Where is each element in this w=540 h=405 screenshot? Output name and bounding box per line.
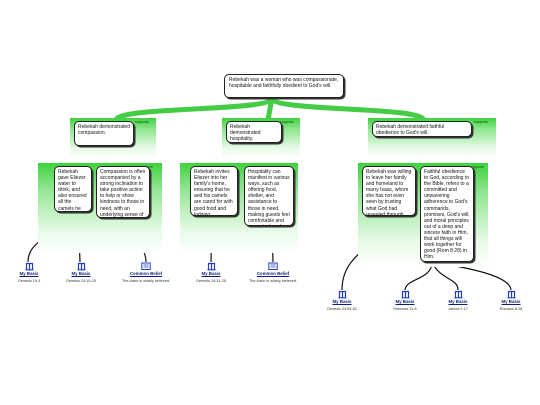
source-ref: Genesis 24:31-25 xyxy=(196,279,226,283)
reason-text: Rebekah invites Eliezer into her family'… xyxy=(194,169,233,216)
claim-hospitality[interactable]: Rebekah demonstrated hospitality. xyxy=(226,121,282,143)
reference-book-icon xyxy=(207,262,215,271)
claim-compassion[interactable]: Rebekah demonstrated compassion. xyxy=(74,121,134,146)
reference-book-icon xyxy=(454,290,462,299)
claim-compassion-text: Rebekah demonstrated compassion. xyxy=(78,124,130,137)
reason-compassion-definition[interactable]: Compassion is often accompanied by a str… xyxy=(96,166,150,218)
reason-text: Compassion is often accompanied by a str… xyxy=(100,169,146,218)
reason-compassion-evidence[interactable]: Rebekah gave Eliezer water to drink, and… xyxy=(54,166,92,212)
source-title: My Basis xyxy=(332,299,352,304)
belief-compassion[interactable]: Common Belief The claim is widely believ… xyxy=(118,262,174,284)
source-title: My Basis xyxy=(71,271,91,276)
basis-genesis-24-54[interactable]: My Basis Genesis 24:54-61 xyxy=(314,290,370,312)
reason-text: Rebekah was willing to leave her family … xyxy=(366,169,412,216)
belief-hospitality[interactable]: Common Belief The claim is widely believ… xyxy=(245,262,301,284)
source-ref: Genesis 24:15-20 xyxy=(66,279,96,283)
basis-hebrews-11-8[interactable]: My Basis Hebrews 11:8 xyxy=(377,290,433,312)
source-title: My Basis xyxy=(448,299,468,304)
reference-book-icon xyxy=(338,290,346,299)
claim-obedience[interactable]: Rebekah demonstrated faithful obedience … xyxy=(372,121,472,137)
reference-book-icon xyxy=(507,290,515,299)
reason-text: Hospitality can manifest in various ways… xyxy=(248,169,290,225)
belief-title: Common Belief xyxy=(256,271,290,276)
basis-genesis-15-3[interactable]: My Basis Genesis 15,3 xyxy=(1,262,57,284)
source-ref: Genesis 15,3 xyxy=(17,279,41,283)
reference-book-icon xyxy=(77,262,85,271)
supports-label: supports xyxy=(280,120,294,124)
source-ref: Hebrews 11:8 xyxy=(393,307,417,311)
connector-root-left xyxy=(113,95,275,123)
claim-obedience-text: Rebekah demonstrated faithful obedience … xyxy=(376,124,445,137)
reason-hospitality-definition[interactable]: Hospitality can manifest in various ways… xyxy=(244,166,294,226)
source-title: My Basis xyxy=(395,299,415,304)
supports-label: supports xyxy=(474,120,488,124)
source-title: My Basis xyxy=(19,271,39,276)
supports-label: supports xyxy=(135,120,149,124)
common-belief-icon xyxy=(141,262,151,270)
reference-book-icon xyxy=(401,290,409,299)
source-title: My Basis xyxy=(201,271,221,276)
reason-text: Rebekah gave Eliezer water to drink, and… xyxy=(58,169,87,212)
supports-label: supports xyxy=(470,165,484,169)
root-claim-text: Rebekah was a woman who was compassionat… xyxy=(229,77,339,90)
source-ref: Genesis 24:54-61 xyxy=(327,307,357,311)
root-claim[interactable]: Rebekah was a woman who was compassionat… xyxy=(224,74,344,98)
source-ref: Romans 8:28 xyxy=(499,307,523,311)
reference-book-icon xyxy=(25,262,33,271)
basis-genesis-24-15[interactable]: My Basis Genesis 24:15-20 xyxy=(53,262,109,284)
basis-genesis-24-31[interactable]: My Basis Genesis 24:31-25 xyxy=(183,262,239,284)
source-title: My Basis xyxy=(501,299,521,304)
belief-title: Common Belief xyxy=(129,271,163,276)
reason-hospitality-evidence[interactable]: Rebekah invites Eliezer into her family'… xyxy=(190,166,238,216)
claim-hospitality-text: Rebekah demonstrated hospitality. xyxy=(230,124,261,143)
reason-obedience-evidence[interactable]: Rebekah was willing to leave her family … xyxy=(362,166,416,216)
connector-root-right xyxy=(269,95,427,123)
belief-ref: The claim is widely believed. xyxy=(248,279,298,283)
basis-romans-8-28[interactable]: My Basis Romans 8:28 xyxy=(483,290,539,312)
common-belief-icon xyxy=(268,262,278,270)
source-ref: James 2:17 xyxy=(448,307,468,311)
basis-james-2-17[interactable]: My Basis James 2:17 xyxy=(430,290,486,312)
reason-text: Faithful obedience to God, according to … xyxy=(424,169,470,261)
reason-obedience-definition[interactable]: Faithful obedience to God, according to … xyxy=(420,166,474,262)
belief-ref: The claim is widely believed. xyxy=(121,279,171,283)
